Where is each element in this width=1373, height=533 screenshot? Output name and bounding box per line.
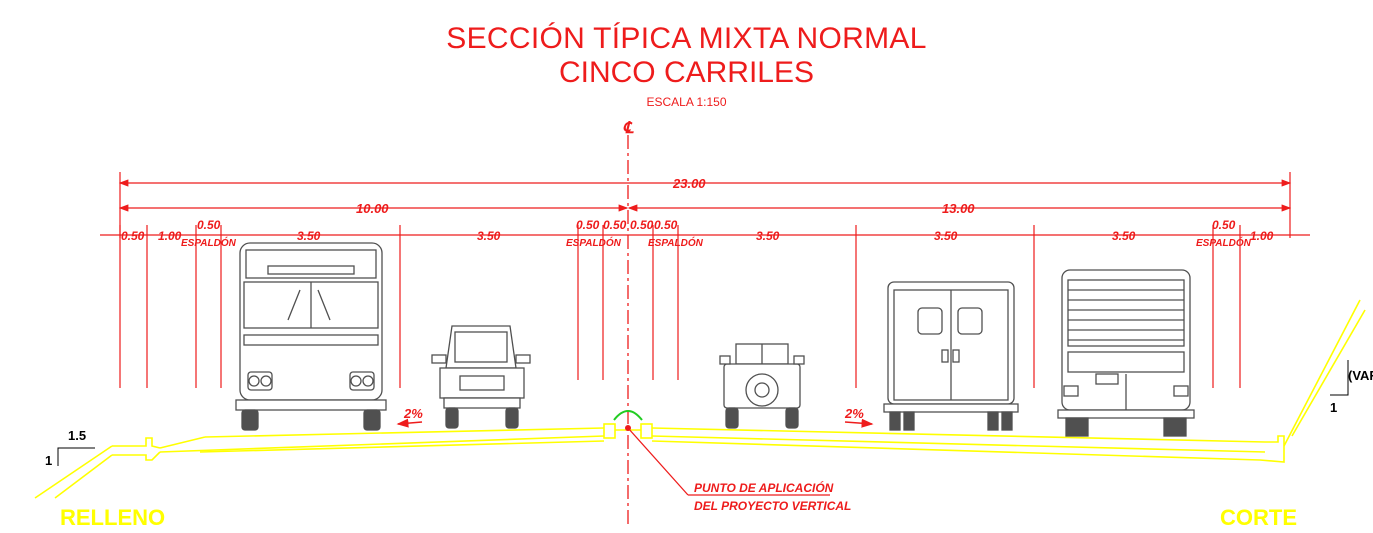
road-section	[34, 299, 1366, 499]
jeep-vehicle	[719, 343, 805, 429]
median-dome	[613, 410, 643, 421]
truck-vehicle	[1057, 269, 1195, 437]
dim-median-d1: 0.50	[576, 218, 600, 232]
centerline-symbol: ℄	[623, 120, 634, 137]
bus-vehicle	[235, 242, 387, 431]
cut-label: CORTE	[1220, 505, 1297, 530]
dim-median-d4: 0.50	[654, 218, 678, 232]
dim-left-d3: 0.50	[197, 218, 221, 232]
dim-right-lane1: 3.50	[756, 229, 780, 243]
dim-left-lane2: 3.50	[477, 229, 501, 243]
dim-left-lane1: 3.50	[297, 229, 321, 243]
dim-median-shoulder-right: ESPALDÓN	[648, 236, 704, 249]
cut-ratio-label: (VAR	[1348, 368, 1373, 383]
cut-slope-ratio: (VAR 1	[1330, 360, 1373, 415]
centerline: ℄	[623, 120, 634, 525]
dim-left-shoulder: ESPALDÓN	[181, 236, 237, 249]
dim-right-lane2: 3.50	[934, 229, 958, 243]
dim-right-shoulder: ESPALDÓN	[1196, 236, 1252, 249]
callout: PUNTO DE APLICACIÓN DEL PROYECTO VERTICA…	[627, 427, 851, 513]
dim-right-half: 13.00	[942, 201, 975, 216]
fill-ratio-v: 1	[45, 453, 52, 468]
dim-right-d2: 1.00	[1250, 229, 1274, 243]
dimension-lines	[100, 172, 1310, 388]
drawing-scale: ESCALA 1:150	[646, 95, 727, 109]
dim-left-d1: 0.50	[121, 229, 145, 243]
dim-median-shoulder-left: ESPALDÓN	[566, 236, 622, 249]
dim-right-d1: 0.50	[1212, 218, 1236, 232]
slope-left-label: 2%	[403, 406, 423, 421]
fill-slope-ratio: 1.5 1	[45, 428, 95, 468]
dimension-labels: 23.00 10.00 13.00 0.50 1.00 0.50 ESPALDÓ…	[121, 176, 1274, 249]
dim-median-d2: 0.50	[603, 218, 627, 232]
drawing-title: SECCIÓN TÍPICA MIXTA NORMAL	[446, 22, 927, 55]
fill-ratio-h: 1.5	[68, 428, 86, 443]
cut-ratio-v: 1	[1330, 400, 1337, 415]
callout-line2: DEL PROYECTO VERTICAL	[694, 499, 851, 513]
slope-left: 2%	[396, 406, 423, 428]
dim-right-lane3: 3.50	[1112, 229, 1136, 243]
drawing-subtitle: CINCO CARRILES	[558, 56, 815, 89]
box-truck-vehicle	[883, 281, 1019, 431]
pickup-vehicle	[431, 325, 531, 429]
dim-total: 23.00	[672, 176, 706, 191]
callout-line1: PUNTO DE APLICACIÓN	[694, 480, 834, 495]
dim-median-d3: 0.50	[630, 218, 654, 232]
fill-label: RELLENO	[60, 505, 165, 530]
slope-right-label: 2%	[844, 406, 864, 421]
dim-left-half: 10.00	[356, 201, 389, 216]
slope-right: 2%	[844, 406, 874, 428]
dim-left-d2: 1.00	[158, 229, 182, 243]
